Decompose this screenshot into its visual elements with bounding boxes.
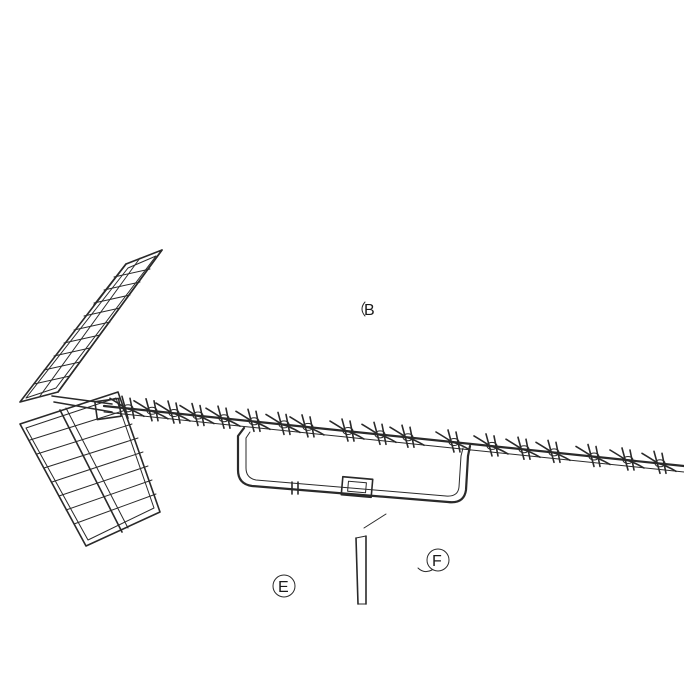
director-element (389, 424, 425, 449)
director-clip (192, 411, 204, 420)
director-element (535, 439, 571, 464)
director-clip (588, 452, 600, 461)
label-f: F (432, 553, 442, 570)
director-clip (548, 448, 560, 457)
director-clip (374, 430, 386, 439)
reflector-upper-rungs (33, 268, 151, 385)
label-e: E (278, 579, 289, 596)
label-b-callout: B (361, 301, 375, 319)
director-element (289, 414, 325, 438)
director-clip (302, 422, 314, 431)
director-clip (122, 404, 134, 413)
director-clip (168, 409, 180, 418)
director-element (155, 400, 191, 424)
director-element (179, 402, 215, 427)
director-clip (518, 445, 530, 454)
director-clip (146, 406, 158, 415)
label-b: B (364, 302, 375, 319)
director-element (329, 418, 365, 442)
director-element (265, 411, 301, 436)
director-element (109, 395, 145, 420)
director-element (435, 429, 471, 453)
director-clip (402, 433, 414, 442)
label-f-callout: F (417, 548, 450, 573)
director-element (133, 397, 169, 422)
director-clip (448, 438, 460, 446)
director-element (361, 421, 397, 446)
reflector-lower-rungs (29, 409, 157, 525)
director-clip (278, 420, 290, 429)
director-element (205, 405, 241, 430)
director-clip (218, 414, 230, 423)
mounting-bracket (236, 426, 472, 504)
director-elements (109, 395, 677, 475)
director-clip (248, 417, 260, 426)
director-element (641, 450, 677, 475)
director-clip (342, 427, 354, 436)
boom (102, 404, 684, 473)
director-element (235, 408, 271, 433)
director-element (505, 436, 541, 461)
mast-pole (355, 513, 387, 605)
label-e-callout: E (272, 574, 296, 598)
director-clip (622, 456, 634, 464)
director-clip (654, 459, 666, 468)
director-element (473, 433, 509, 457)
director-clip (486, 441, 498, 450)
reflector-upper-panel (19, 249, 163, 403)
director-element (609, 447, 645, 471)
reflector-lower-panel (19, 391, 161, 547)
director-element (575, 443, 611, 468)
